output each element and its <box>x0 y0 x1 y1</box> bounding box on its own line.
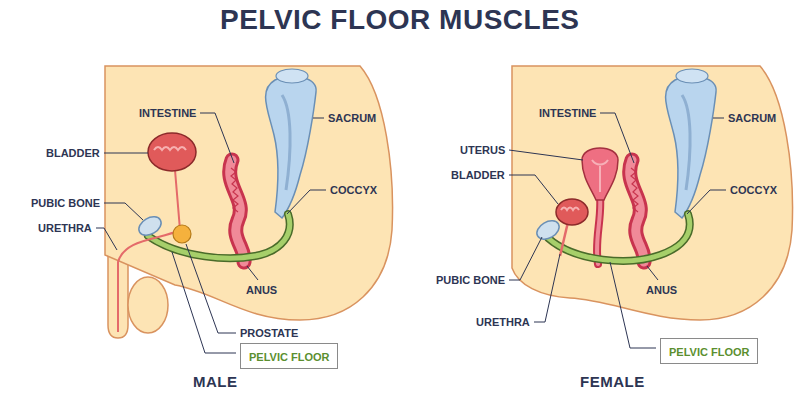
box-label: PELVIC FLOOR <box>669 346 749 358</box>
scrotum <box>128 277 168 333</box>
uterus-cavity <box>592 160 608 192</box>
bladder-lining <box>561 208 579 211</box>
leader-line <box>200 113 234 163</box>
intestine-folds <box>631 168 638 212</box>
part-label: INTESTINE <box>539 107 596 120</box>
leader-line <box>104 153 148 154</box>
intestine-inner <box>630 160 645 262</box>
part-label: UTERUS <box>460 144 505 157</box>
prostate <box>173 225 191 243</box>
bladder <box>556 199 588 225</box>
part-label: BLADDER <box>46 147 100 160</box>
part-label: PUBIC BONE <box>436 274 505 287</box>
vertebra <box>276 69 308 83</box>
label-box: PELVIC FLOOR <box>240 343 338 369</box>
part-label: COCCYX <box>330 184 377 197</box>
leader-line <box>104 203 143 220</box>
part-label: BLADDER <box>451 169 505 182</box>
urethra-tube <box>118 170 180 332</box>
leader-line <box>509 175 558 204</box>
vertebra <box>676 69 708 83</box>
leader-line <box>713 118 724 119</box>
bladder <box>148 133 196 171</box>
leader-line <box>647 266 658 280</box>
sacrum-ridge <box>282 95 290 190</box>
sacrum <box>266 76 317 218</box>
leader-line <box>600 113 634 163</box>
intestine <box>230 160 245 262</box>
part-label: ANUS <box>646 284 677 297</box>
intestine-inner <box>230 160 245 262</box>
part-label: URETHRA <box>38 222 92 235</box>
leader-line <box>186 244 236 333</box>
leader-line <box>96 228 117 250</box>
intestine <box>630 160 645 262</box>
uterus <box>582 148 618 200</box>
pelvic-floor-band-fill <box>148 214 290 258</box>
part-label: SACRUM <box>728 112 776 125</box>
leader-line <box>287 190 326 214</box>
vagina-inner <box>597 196 600 264</box>
diagram-title: PELVIC FLOOR MUSCLES <box>220 4 580 36</box>
figure-caption: MALE <box>193 373 238 391</box>
leader-line <box>247 266 258 280</box>
intestine-folds <box>231 168 238 212</box>
box-label: PELVIC FLOOR <box>249 351 329 363</box>
sacrum-ridge <box>682 95 690 190</box>
male-figure <box>105 66 393 338</box>
body-outline <box>105 66 393 320</box>
leader-line <box>687 190 726 214</box>
part-label: PUBIC BONE <box>31 197 100 210</box>
leader-line <box>534 254 560 322</box>
leader-line <box>610 262 656 348</box>
pubic-bone <box>534 217 563 243</box>
part-label: SACRUM <box>328 112 376 125</box>
sacrum <box>666 76 717 218</box>
bladder-lining <box>154 147 186 150</box>
vagina <box>597 196 600 264</box>
leader-line <box>313 118 324 119</box>
leader-line <box>172 252 236 353</box>
urethra-tube <box>560 222 568 256</box>
part-label: ANUS <box>246 284 277 297</box>
label-box: PELVIC FLOOR <box>660 338 758 364</box>
leader-line <box>509 237 542 280</box>
part-label: PROSTATE <box>240 327 298 340</box>
leader-lines <box>96 113 726 353</box>
pelvic-floor-band <box>148 214 290 258</box>
part-label: INTESTINE <box>139 107 196 120</box>
figure-caption: FEMALE <box>580 373 645 391</box>
leader-line <box>509 150 583 160</box>
part-label: COCCYX <box>730 184 777 197</box>
part-label: URETHRA <box>476 316 530 329</box>
